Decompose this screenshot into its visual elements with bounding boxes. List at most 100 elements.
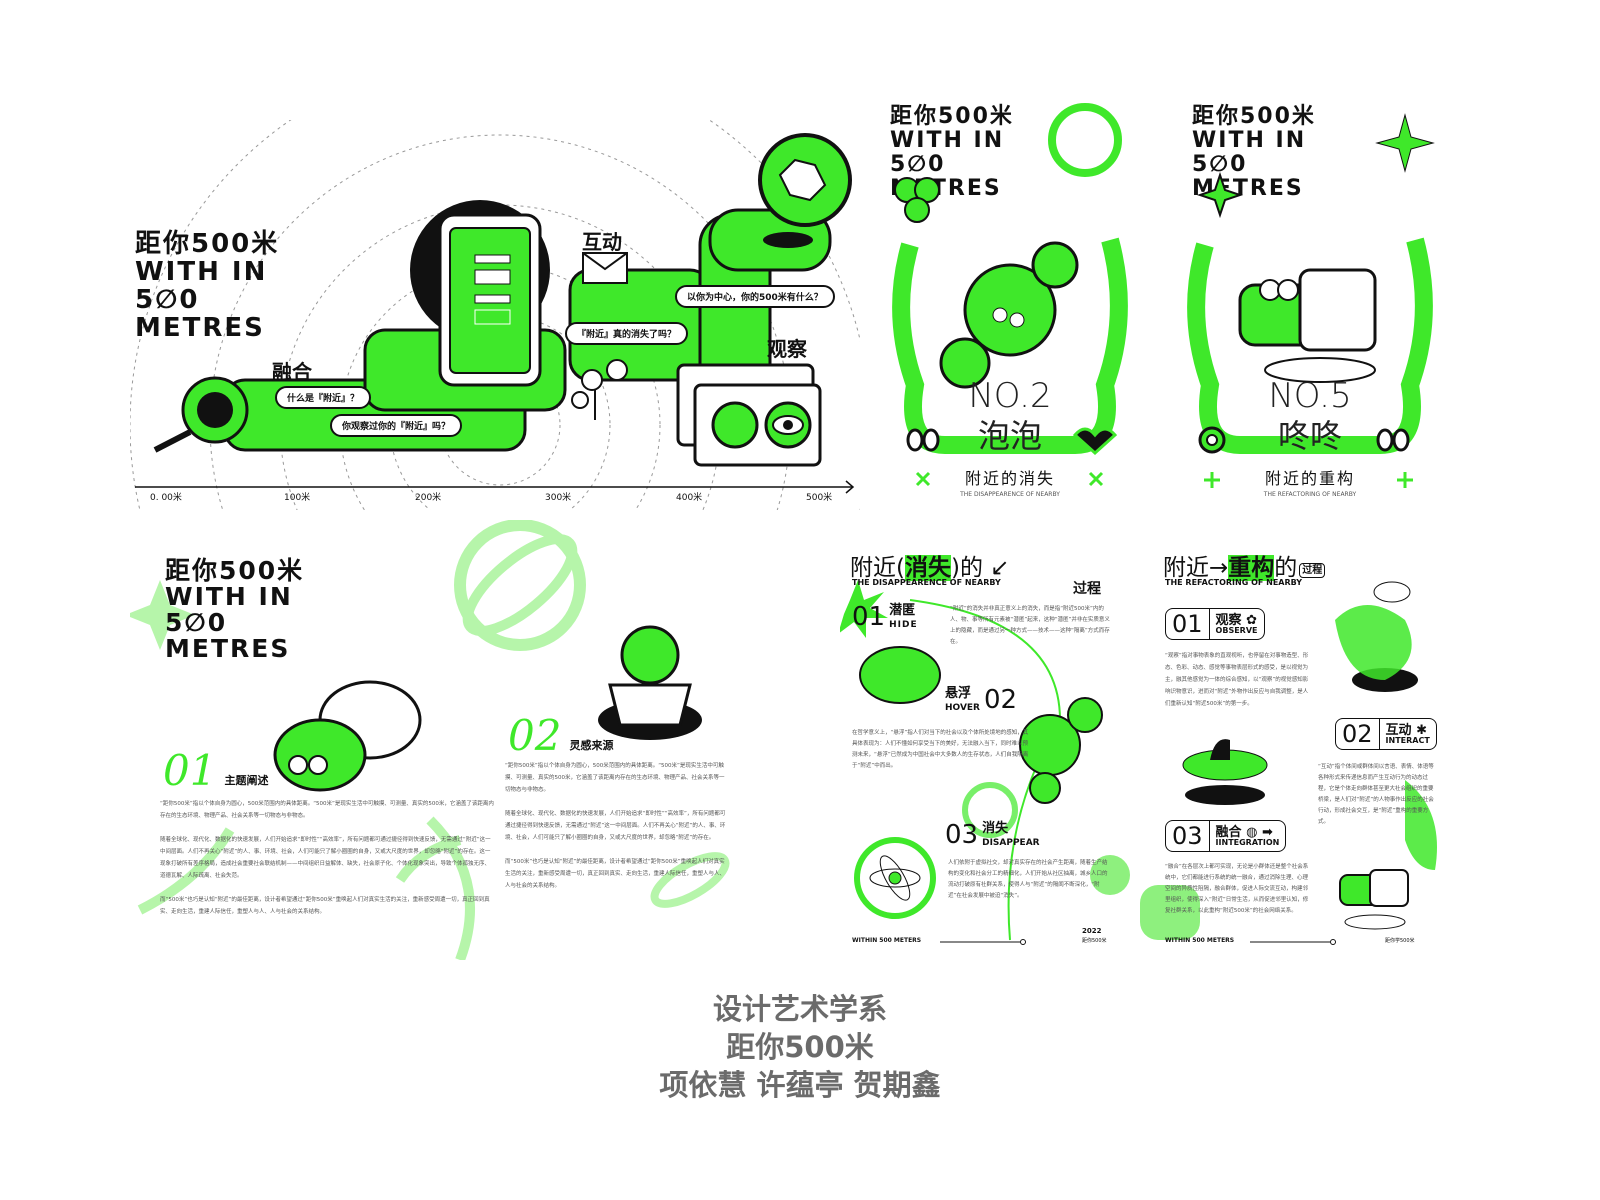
poster-illustration	[1187, 113, 1435, 488]
spread-illustration	[840, 580, 1437, 945]
atom-icon	[854, 837, 936, 919]
magnifier-icon	[153, 376, 249, 453]
poster-name: 咚咚	[1277, 417, 1342, 455]
footer-year: 2022	[1082, 927, 1102, 935]
footer-text: WITHIN 500 METERS	[1165, 937, 1235, 944]
step-box: 02 互动 ✱INTERACT	[1335, 718, 1437, 750]
poster-title: 附近的消失	[964, 469, 1055, 488]
axis-tick: 400米	[676, 493, 703, 503]
footer-right: 距你学500米	[1385, 938, 1415, 944]
island-character-icon	[1182, 739, 1268, 805]
eyes-icon	[906, 428, 940, 452]
sparkle-icon	[915, 471, 1104, 487]
speech-bubble: 什么是『附近』？	[275, 386, 372, 409]
poster-subtitle: THE DISAPPEARENCE OF NEARBY	[960, 491, 1060, 498]
speech-bubble: 以你为中心，你的500米有什么？	[675, 285, 835, 308]
footer-right: 距你500米	[1082, 938, 1107, 944]
blob-decoration	[1090, 855, 1200, 940]
step-box: 01 观察 ✿OBSERVE	[1165, 608, 1265, 640]
section-body: “距你500米”指以个体自身为圆心，500米范围内的具体距离。“500米”是现实…	[505, 763, 726, 889]
caption: 设计艺术学系 距你500米 项依慧 许蕴亭 贺期鑫	[0, 990, 1600, 1104]
step-body: 在哲学意义上，“悬浮”指人们对当下的社会以及个体所处境地的感知，其具体表现为：人…	[852, 730, 1029, 769]
step-box: 03 融合 ◍ ➡IINTEGRATION	[1165, 820, 1287, 852]
smiley-icon	[1373, 581, 1411, 603]
step-body: 人们依附于虚拟社交，却对真实存在的社会产生距离，随着生产结构的变化和社会分工的精…	[948, 860, 1108, 899]
poster-subtitle: THE REFACTORING OF NEARBY	[1263, 491, 1357, 498]
section-number: 01	[163, 746, 217, 795]
caption-project-title: 距你500米	[726, 1030, 874, 1064]
logo-cn: 距你500米	[135, 229, 280, 259]
cloud-hands-icon	[859, 646, 941, 704]
turntable-character-icon	[1335, 605, 1418, 692]
axis-tick: 0. 00米	[150, 493, 182, 503]
speech-bubble: 『附近』真的消失了吗？	[565, 322, 689, 345]
section-title: 灵感来源	[569, 739, 614, 752]
envelope-icon	[582, 252, 628, 284]
footer-text: WITHIN 500 METERS	[852, 937, 922, 944]
section-heading: 02 灵感来源	[508, 715, 613, 757]
title-logo: 距你500米 WITH IN 5∅0 METRES	[135, 230, 279, 342]
poster-name: 泡泡	[977, 417, 1042, 455]
poster-title: 附近的重构	[1264, 469, 1355, 488]
smiley-icon	[1048, 103, 1122, 177]
step-body: “融合”在各层次上都可实现，无论是小群体还是整个社会系统中，它们都能进行系统的统…	[1165, 864, 1309, 914]
flower-icon	[1198, 426, 1226, 454]
asterisk-icon	[840, 580, 888, 638]
poster-number: NO.2	[968, 376, 1052, 416]
logo-en-2: 5∅0	[135, 285, 200, 315]
axis-tick: 100米	[284, 493, 311, 503]
sparkle-icon	[1204, 472, 1413, 488]
flower-icon	[571, 359, 628, 420]
logo-en-3: METRES	[135, 313, 265, 343]
poster-illustration	[892, 103, 1128, 487]
process-label: 过程	[1073, 581, 1101, 597]
cycle-arrow-icon	[1264, 357, 1376, 383]
star-icon	[1375, 113, 1435, 173]
logo-en-1: WITH IN	[135, 257, 268, 287]
step-body: “互动”指个体间或群体间以言语、表情、体语等各种形式来传递信息而产生互动行为的动…	[1318, 764, 1434, 825]
left-page-subheading: THE DISAPPEARENCE OF NEARBY	[852, 578, 1001, 587]
coffee-cup-plant-icon	[598, 625, 702, 740]
cactus-ball-icon	[939, 241, 1079, 389]
left-page-heading: 附近(消失)的 ↙	[850, 555, 1010, 581]
axis-tick: 200米	[415, 493, 442, 503]
section-body: “距你500米”指以个体自身为圆心，500米范围内的具体距离。“500米”是现实…	[160, 801, 494, 915]
section-title: 主题阐述	[224, 774, 269, 787]
orbit-globe-icon	[454, 520, 586, 651]
map-panel: 距你500米 WITH IN 5∅0 METRES 融合 互动 观察 以你为中心…	[130, 120, 860, 510]
cloud-character-icon	[273, 680, 422, 792]
globe-icon	[758, 133, 852, 227]
step-body: “附近”的消失并非真正意义上的消失，而是指“附近500米”内的人、物、事等所有元…	[950, 606, 1110, 645]
speech-bubble: 你观察过你的『附近』吗？	[330, 414, 463, 437]
heart-icon	[1072, 427, 1118, 456]
chat-bubble-icon	[1238, 268, 1377, 352]
section-number: 02	[508, 711, 562, 760]
cactus-ball-icon	[1019, 697, 1103, 804]
label-observe: 观察	[767, 337, 807, 361]
label-fusion: 融合	[272, 360, 312, 384]
label-interaction: 互动	[582, 230, 622, 254]
phone-icon	[438, 213, 542, 387]
spread-right: 附近(消失)的 ↙ THE DISAPPEARENCE OF NEARBY 过程…	[840, 540, 1440, 955]
caption-authors: 项依慧 许蕴亭 贺期鑫	[659, 1068, 941, 1102]
axis-tick: 500米	[806, 493, 833, 503]
step-body: “观察”指对事物表象的直观视听，也停留在对事物造型、形态、色彩、动态、感觉等事物…	[1165, 653, 1309, 707]
axis-tick: 300米	[545, 493, 572, 503]
browser-window-icon	[676, 363, 822, 467]
section-heading: 01 主题阐述	[163, 750, 268, 792]
right-page-subheading: THE REFACTORING OF NEARBY	[1165, 578, 1303, 587]
eyes-icon	[1376, 428, 1410, 452]
spread-illustration	[130, 520, 730, 960]
hole	[763, 232, 813, 248]
clover-icon	[894, 177, 940, 223]
right-page-heading: 附近→重构的过程	[1163, 548, 1326, 582]
poster-number: NO.5	[1268, 376, 1352, 416]
caption-department: 设计艺术学系	[712, 992, 887, 1026]
